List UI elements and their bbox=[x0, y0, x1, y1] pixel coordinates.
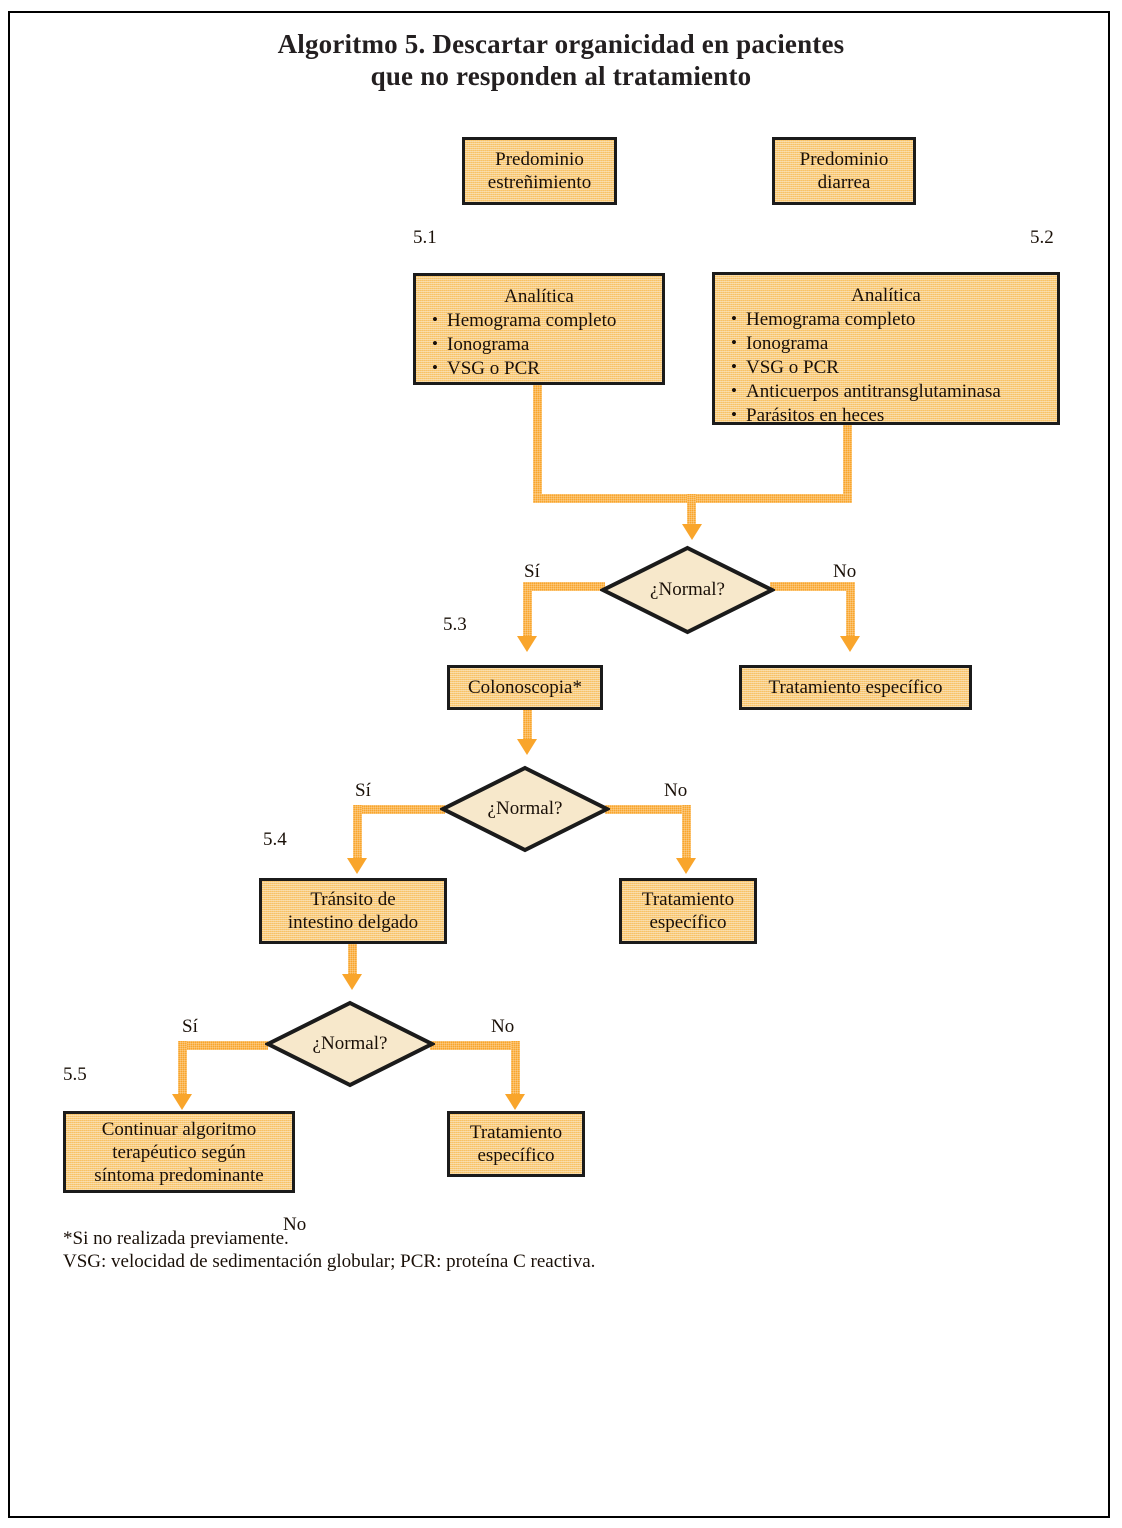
list-item: Ionograma bbox=[432, 332, 662, 357]
node-tratamiento-especifico-3-line-2: específico bbox=[477, 1145, 555, 1166]
node-predominio-estrenimiento-line-1: Predominio bbox=[495, 149, 584, 170]
decision-normal-1[interactable]: ¿Normal? bbox=[600, 545, 775, 635]
step-number-5-1: 5.1 bbox=[413, 227, 437, 248]
list-item: VSG o PCR bbox=[432, 356, 662, 381]
node-analitica-derecha-header: Analítica bbox=[851, 285, 921, 306]
node-colonoscopia[interactable]: Colonoscopia* bbox=[447, 665, 603, 710]
list-item: Anticuerpos antitransglutaminasa bbox=[731, 379, 1057, 404]
page-title-line-2: que no responden al tratamiento bbox=[370, 61, 752, 91]
node-analitica-derecha[interactable]: Analítica Hemograma completo Ionograma V… bbox=[712, 272, 1060, 428]
arrowhead-diamond2-no bbox=[676, 858, 696, 874]
decision-normal-2[interactable]: ¿Normal? bbox=[440, 765, 610, 853]
list-item: VSG o PCR bbox=[731, 355, 1057, 380]
step-number-5-3: 5.3 bbox=[443, 614, 467, 635]
list-item: Hemograma completo bbox=[731, 307, 1057, 332]
node-transito-intestino-delgado[interactable]: Tránsito de intestino delgado bbox=[259, 878, 447, 944]
list-item: Hemograma completo bbox=[432, 308, 662, 333]
decision-normal-3[interactable]: ¿Normal? bbox=[265, 1000, 435, 1088]
connector-analitica-izq-down bbox=[533, 385, 542, 502]
step-number-5-2: 5.2 bbox=[1030, 227, 1054, 248]
node-tratamiento-especifico-2[interactable]: Tratamiento específico bbox=[619, 878, 757, 944]
node-predominio-estrenimiento[interactable]: Predominio estreñimiento bbox=[462, 137, 617, 205]
node-predominio-diarrea[interactable]: Predominio diarrea bbox=[772, 137, 916, 205]
node-transito-line-2: intestino delgado bbox=[287, 912, 419, 933]
connector-transito-to-diamond3 bbox=[348, 944, 357, 977]
edge-label-no-2: No bbox=[664, 780, 688, 801]
connector-diamond2-no-horizontal bbox=[605, 805, 691, 814]
edge-label-no-stray: No bbox=[283, 1214, 307, 1235]
edge-label-no-1: No bbox=[833, 561, 857, 582]
connector-diamond1-no-vertical bbox=[846, 582, 855, 639]
node-transito-line-1: Tránsito de bbox=[310, 889, 396, 910]
arrowhead-diamond1-si bbox=[517, 636, 537, 652]
connector-diamond2-si-horizontal bbox=[353, 805, 445, 814]
node-colonoscopia-label: Colonoscopia* bbox=[468, 677, 582, 698]
list-item: Ionograma bbox=[731, 331, 1057, 356]
node-predominio-diarrea-line-1: Predominio bbox=[799, 149, 889, 170]
step-number-5-5: 5.5 bbox=[63, 1064, 87, 1085]
connector-diamond3-no-horizontal bbox=[430, 1041, 520, 1050]
footnote-line-1: *Si no realizada previamente. bbox=[63, 1228, 289, 1249]
connector-diamond1-si-horizontal bbox=[523, 582, 605, 591]
node-analitica-izquierda-list: Hemograma completo Ionograma VSG o PCR bbox=[416, 308, 662, 381]
connector-diamond1-si-vertical bbox=[523, 582, 532, 639]
node-analitica-izquierda[interactable]: Analítica Hemograma completo Ionograma V… bbox=[413, 273, 665, 385]
page-border bbox=[8, 11, 1110, 1518]
arrowhead-diamond3-si bbox=[172, 1094, 192, 1110]
node-tratamiento-especifico-1-label: Tratamiento específico bbox=[768, 677, 943, 698]
node-analitica-derecha-list: Hemograma completo Ionograma VSG o PCR A… bbox=[715, 307, 1057, 428]
arrowhead-diamond2-si bbox=[347, 858, 367, 874]
connector-diamond2-si-vertical bbox=[353, 805, 362, 861]
footnote-line-2: VSG: velocidad de sedimentación globular… bbox=[63, 1251, 596, 1272]
edge-label-si-1: Sí bbox=[524, 561, 540, 582]
node-predominio-estrenimiento-line-2: estreñimiento bbox=[487, 172, 592, 193]
list-item: Parásitos en heces bbox=[731, 403, 1057, 428]
connector-diamond3-si-horizontal bbox=[178, 1041, 268, 1050]
node-continuar-algoritmo[interactable]: Continuar algoritmo terapéutico según sí… bbox=[63, 1111, 295, 1193]
node-predominio-diarrea-line-2: diarrea bbox=[817, 172, 871, 193]
edge-label-si-2: Sí bbox=[355, 780, 371, 801]
node-tratamiento-especifico-2-line-2: específico bbox=[649, 912, 727, 933]
node-continuar-algoritmo-line-1: Continuar algoritmo bbox=[101, 1118, 257, 1140]
arrowhead-colonoscopia-to-diamond2 bbox=[517, 739, 537, 755]
page-title: Algoritmo 5. Descartar organicidad en pa… bbox=[0, 28, 1122, 92]
connector-analitica-der-down bbox=[843, 425, 852, 502]
node-continuar-algoritmo-line-3: síntoma predominante bbox=[94, 1164, 264, 1186]
edge-label-no-3: No bbox=[491, 1016, 515, 1037]
node-tratamiento-especifico-3[interactable]: Tratamiento específico bbox=[447, 1111, 585, 1177]
diamond-shape-2 bbox=[440, 765, 610, 853]
diamond-shape-3 bbox=[265, 1000, 435, 1088]
connector-diamond3-no-vertical bbox=[511, 1041, 520, 1097]
node-tratamiento-especifico-2-line-1: Tratamiento bbox=[641, 889, 735, 910]
connector-diamond3-si-vertical bbox=[178, 1041, 187, 1097]
connector-merge-to-diamond-1 bbox=[687, 494, 696, 526]
diamond-shape-1 bbox=[600, 545, 775, 635]
page-title-line-1: Algoritmo 5. Descartar organicidad en pa… bbox=[277, 29, 845, 59]
arrowhead-merge-to-diamond-1 bbox=[682, 524, 702, 540]
node-continuar-algoritmo-line-2: terapéutico según bbox=[112, 1141, 246, 1163]
connector-diamond2-no-vertical bbox=[682, 805, 691, 861]
node-analitica-izquierda-header: Analítica bbox=[504, 286, 574, 307]
node-tratamiento-especifico-1[interactable]: Tratamiento específico bbox=[739, 665, 972, 710]
arrowhead-diamond1-no bbox=[840, 636, 860, 652]
connector-colonoscopia-to-diamond2 bbox=[523, 709, 532, 742]
node-tratamiento-especifico-3-line-1: Tratamiento bbox=[469, 1122, 563, 1143]
arrowhead-transito-to-diamond3 bbox=[342, 974, 362, 990]
edge-label-si-3: Sí bbox=[182, 1016, 198, 1037]
arrowhead-diamond3-no bbox=[505, 1094, 525, 1110]
connector-diamond1-no-horizontal bbox=[770, 582, 855, 591]
step-number-5-4: 5.4 bbox=[263, 829, 287, 850]
